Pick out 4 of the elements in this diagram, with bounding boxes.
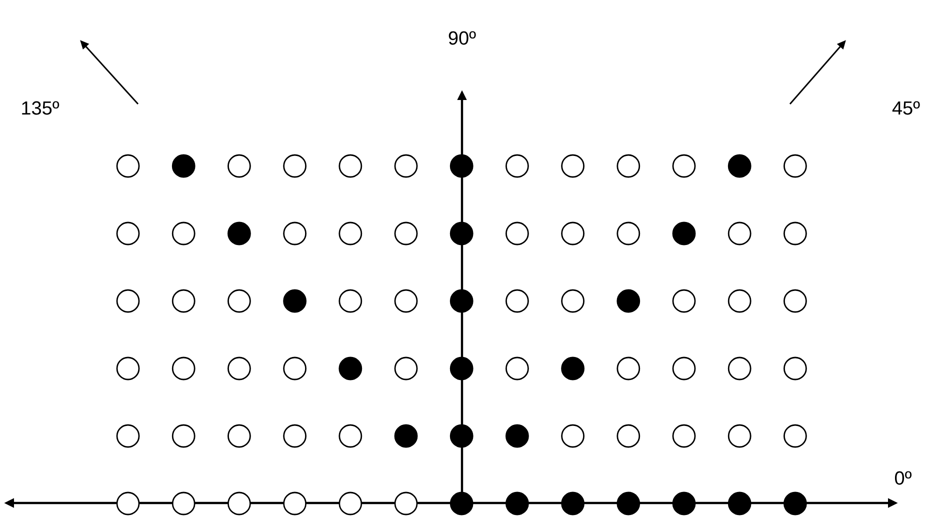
angle-label: 135º (22, 101, 60, 115)
angle-label: 0º (894, 471, 912, 485)
angle-label: 45º (892, 101, 920, 115)
angle-label: 90º (448, 31, 476, 45)
